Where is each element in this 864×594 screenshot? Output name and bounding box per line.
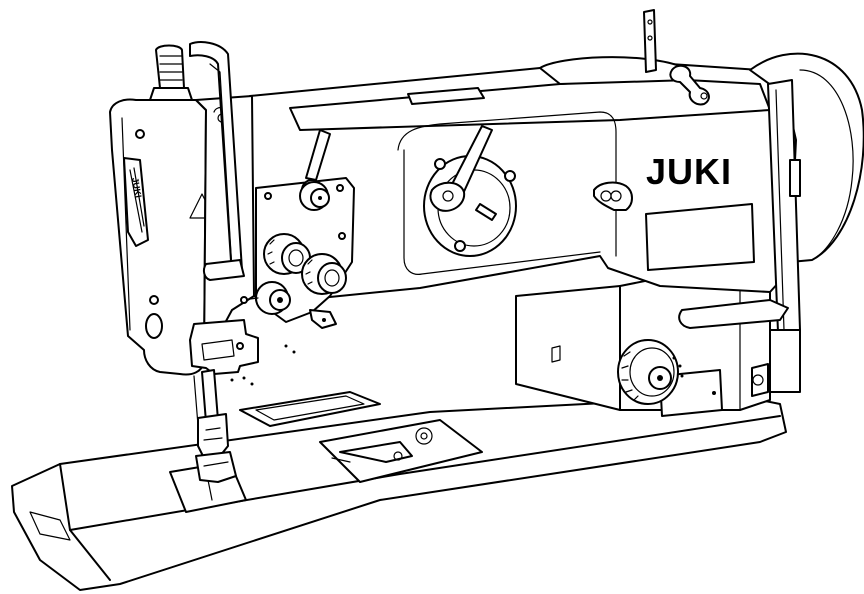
thread-tension-dial-upper[interactable] bbox=[299, 181, 330, 211]
handwheel-cover bbox=[767, 79, 801, 393]
top-thread-guide-post bbox=[643, 9, 657, 73]
reverse-feed-lever[interactable] bbox=[429, 125, 493, 212]
presser-regulator-screw[interactable] bbox=[149, 44, 193, 101]
brand-logo: JUKI bbox=[646, 151, 732, 192]
needle-bar-assembly bbox=[189, 319, 296, 386]
presser-lifter[interactable] bbox=[202, 259, 245, 281]
head-face-plate: JUKI bbox=[109, 98, 207, 376]
thread-tension-dial-right[interactable] bbox=[301, 253, 347, 295]
stitch-length-dial[interactable] bbox=[617, 339, 684, 405]
head-side-panel bbox=[195, 95, 255, 363]
name-plate bbox=[645, 203, 755, 271]
arm-thread-guide bbox=[593, 181, 633, 211]
slide-plate bbox=[239, 391, 381, 427]
needle-and-presser-foot bbox=[193, 369, 237, 483]
throat-plate bbox=[319, 419, 483, 483]
machine-bed bbox=[11, 395, 787, 591]
brand-logo-text: JUKI bbox=[646, 151, 732, 192]
handwheel[interactable] bbox=[749, 52, 864, 263]
thread-tension-dial-lower[interactable] bbox=[240, 281, 337, 329]
presser-lift-lever[interactable] bbox=[678, 299, 789, 329]
thread-guide-spring bbox=[669, 64, 710, 106]
head-logo-text: JUKI bbox=[130, 177, 143, 199]
